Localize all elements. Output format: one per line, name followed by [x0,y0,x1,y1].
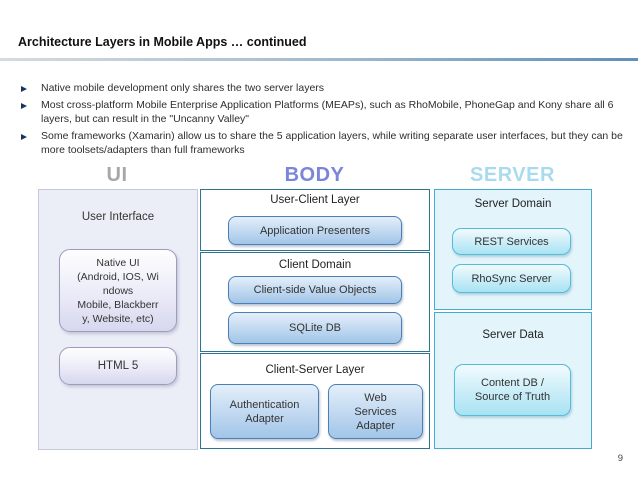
page-title: Architecture Layers in Mobile Apps … con… [18,35,307,49]
bullet-item: Native mobile development only shares th… [18,81,624,96]
native-ui-box: Native UI (Android, IOS, Wi ndows Mobile… [59,249,177,332]
bullet-list: Native mobile development only shares th… [18,81,624,160]
server-domain-section: Server Domain REST Services RhoSync Serv… [434,189,592,310]
page-number: 9 [617,453,623,464]
sqlite-db-box: SQLite DB [228,312,402,344]
section-title: User-Client Layer [270,194,360,206]
column-header-body: BODY [284,164,345,186]
bullet-text: Some frameworks (Xamarin) allow us to sh… [41,129,623,157]
bullet-text: Most cross-platform Mobile Enterprise Ap… [41,98,614,126]
section-title: Client Domain [278,259,352,271]
user-client-layer-section: User-Client Layer Application Presenters [200,189,430,251]
bullet-text: Native mobile development only shares th… [41,82,325,94]
application-presenters-box: Application Presenters [228,216,402,245]
bullet-triangle-icon [21,133,27,140]
section-title: Server Domain [474,198,552,210]
ui-column-panel: User Interface Native UI (Android, IOS, … [38,189,198,450]
title-divider [0,58,638,61]
ui-panel-title: User Interface [81,211,155,223]
column-header-server: SERVER [470,164,555,186]
server-data-section: Server Data Content DB / Source of Truth [434,312,592,449]
client-domain-section: Client Domain Client-side Value Objects … [200,252,430,352]
web-services-adapter-box: Web Services Adapter [328,384,423,439]
rest-services-box: REST Services [452,228,571,255]
rhosync-server-box: RhoSync Server [452,264,571,293]
client-side-value-objects-box: Client-side Value Objects [228,276,402,304]
html5-box: HTML 5 [59,347,177,385]
bullet-item: Some frameworks (Xamarin) allow us to sh… [18,129,624,158]
section-title: Server Data [482,329,544,341]
section-title: Client-Server Layer [265,364,365,376]
client-server-layer-section: Client-Server Layer Authentication Adapt… [200,353,430,449]
bullet-triangle-icon [21,102,27,109]
authentication-adapter-box: Authentication Adapter [210,384,319,439]
bullet-item: Most cross-platform Mobile Enterprise Ap… [18,98,624,127]
content-db-box: Content DB / Source of Truth [454,364,571,416]
bullet-triangle-icon [21,86,27,92]
column-header-ui: UI [106,164,128,186]
